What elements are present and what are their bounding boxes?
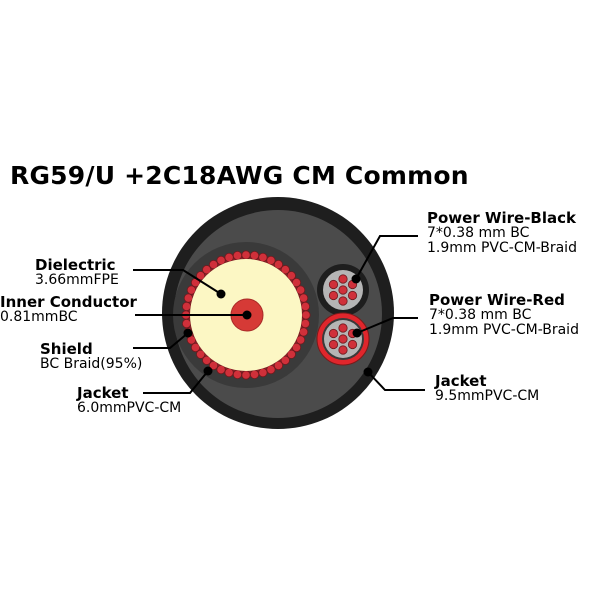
shield-spec: BC Braid(95%) — [40, 356, 143, 372]
power-black-name: Power Wire-Black — [427, 209, 576, 227]
inner-conductor-spec: 0.81mmBC — [0, 309, 78, 325]
label-inner-conductor: Inner Conductor 0.81mmBC — [0, 295, 137, 325]
shield-name: Shield — [40, 340, 93, 358]
leader-shield — [133, 332, 189, 349]
power-wire-red-strands — [328, 323, 358, 355]
leader-power-black — [355, 235, 418, 280]
label-power-black: Power Wire-Black 7*0.38 mm BC 1.9mm PVC-… — [427, 211, 577, 256]
power-red-spec1: 7*0.38 mm BC — [429, 307, 532, 323]
label-dielectric: Dielectric 3.66mmFPE — [35, 258, 119, 288]
power-black-spec2: 1.9mm PVC-CM-Braid — [427, 240, 577, 256]
coax-jacket-name: Jacket — [77, 384, 129, 402]
leader-dielectric — [133, 269, 222, 295]
power-red-name: Power Wire-Red — [429, 291, 565, 309]
power-black-spec1: 7*0.38 mm BC — [427, 225, 530, 241]
inner-conductor-name: Inner Conductor — [0, 293, 137, 311]
shield-braid-beads — [181, 250, 311, 380]
leader-coax-jacket — [143, 370, 209, 394]
power-red-spec2: 1.9mm PVC-CM-Braid — [429, 322, 579, 338]
dielectric-spec: 3.66mmFPE — [35, 272, 119, 288]
leader-outer-jacket — [367, 371, 425, 391]
label-outer-jacket: Jacket 9.5mmPVC-CM — [435, 374, 539, 404]
outer-jacket-name: Jacket — [435, 372, 487, 390]
outer-jacket-spec: 9.5mmPVC-CM — [435, 388, 540, 404]
coax-jacket-spec: 6.0mmPVC-CM — [77, 400, 182, 416]
label-power-red: Power Wire-Red 7*0.38 mm BC 1.9mm PVC-CM… — [429, 293, 579, 338]
label-coax-jacket: Jacket 6.0mmPVC-CM — [77, 386, 181, 416]
diagram-title: RG59/U +2C18AWG CM Common — [10, 161, 469, 190]
dielectric-name: Dielectric — [35, 256, 116, 274]
power-wire-black-strands — [328, 274, 358, 306]
label-shield: Shield BC Braid(95%) — [40, 342, 142, 372]
leader-power-red — [356, 317, 418, 334]
